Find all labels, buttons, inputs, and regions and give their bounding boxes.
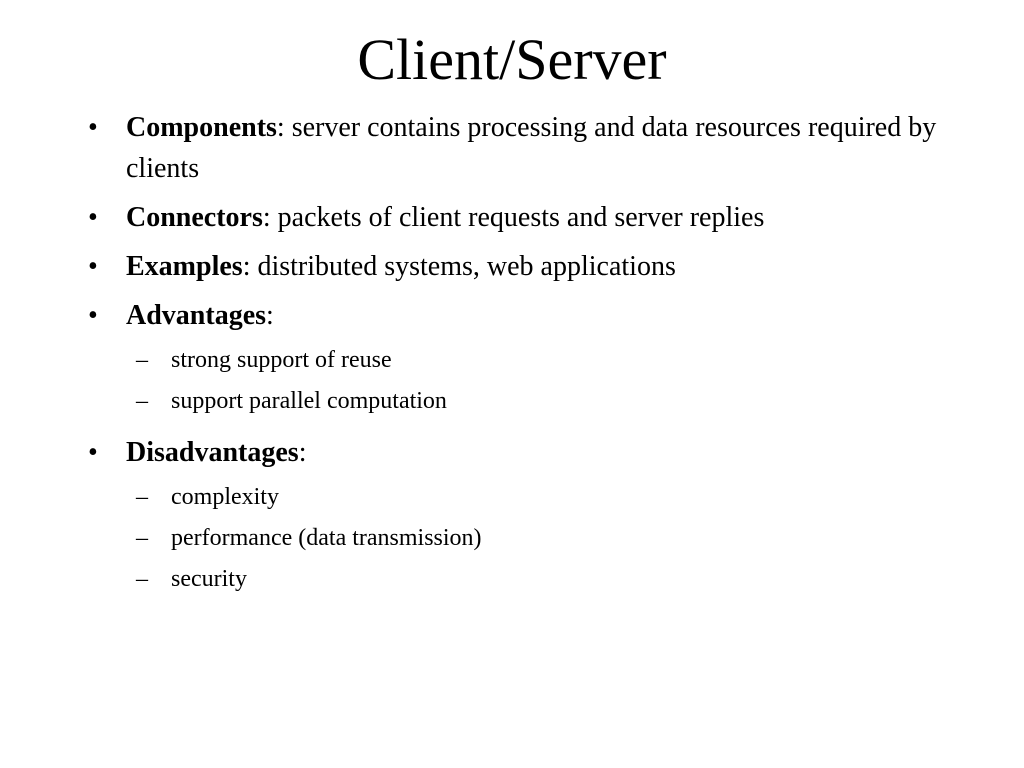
sub-item: – support parallel computation: [126, 381, 980, 422]
dash-marker: –: [136, 347, 148, 373]
bullet-colon: :: [266, 300, 274, 331]
bullet-term: Advantages: [126, 300, 267, 331]
bullet-term: Disadvantages: [126, 437, 299, 468]
bullet-text: distributed systems, web applications: [250, 251, 676, 282]
bullet-marker: •: [88, 300, 98, 331]
bullet-colon: :: [262, 202, 271, 233]
bullet-marker: •: [88, 251, 98, 282]
bullet-term: Connectors: [126, 202, 263, 233]
bullet-item-disadvantages: • Disadvantages: – complexity – performa…: [80, 432, 980, 600]
bullet-marker: •: [88, 202, 98, 233]
sub-item: – strong support of reuse: [126, 340, 980, 381]
bullet-marker: •: [88, 437, 98, 468]
dash-marker: –: [136, 566, 148, 592]
bullet-colon: :: [276, 112, 285, 143]
bullet-term: Examples: [126, 251, 243, 282]
bullet-text: packets of client requests and server re…: [270, 202, 765, 233]
dash-marker: –: [136, 525, 148, 551]
bullet-term: Components: [126, 112, 277, 143]
sub-item: – security: [126, 559, 980, 600]
bullet-colon: :: [298, 437, 307, 468]
dash-marker: –: [136, 388, 148, 414]
sub-item-text: complexity: [171, 484, 279, 510]
bullet-item-components: • Components: server contains processing…: [80, 107, 980, 189]
bullet-marker: •: [88, 112, 98, 143]
sub-item-text: security: [171, 566, 247, 592]
bullet-colon: :: [242, 251, 251, 282]
sub-list-advantages: – strong support of reuse – support para…: [126, 340, 980, 422]
bullet-item-advantages: • Advantages: – strong support of reuse …: [80, 295, 980, 422]
sub-item: – performance (data transmission): [126, 518, 980, 559]
bullet-item-examples: • Examples: distributed systems, web app…: [80, 246, 980, 287]
sub-list-disadvantages: – complexity – performance (data transmi…: [126, 477, 980, 600]
dash-marker: –: [136, 484, 148, 510]
sub-item-text: support parallel computation: [171, 388, 447, 414]
bullet-list: • Components: server contains processing…: [80, 107, 980, 610]
sub-item-text: strong support of reuse: [171, 347, 392, 373]
bullet-text: server contains processing and data reso…: [126, 112, 937, 184]
sub-item-text: performance (data transmission): [171, 525, 482, 551]
sub-item: – complexity: [126, 477, 980, 518]
bullet-item-connectors: • Connectors: packets of client requests…: [80, 197, 980, 238]
slide-title: Client/Server: [357, 27, 667, 92]
